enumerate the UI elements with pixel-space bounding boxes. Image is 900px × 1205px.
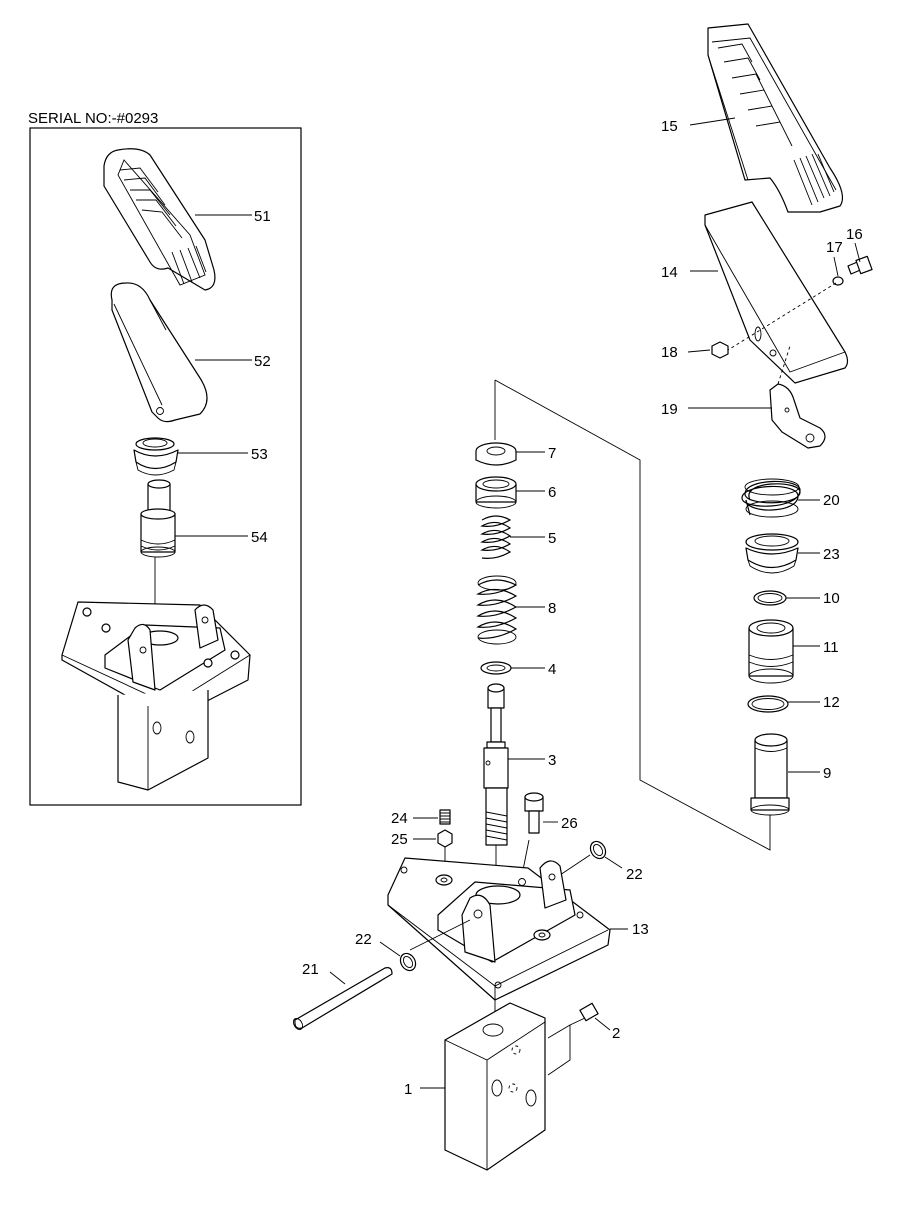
part-5-spring — [480, 515, 512, 559]
callout-1: 1 — [404, 1081, 412, 1098]
callout-19: 19 — [661, 401, 678, 418]
callout-11: 11 — [823, 639, 839, 656]
part-23-seal — [745, 533, 799, 574]
part-20-spring — [741, 478, 801, 518]
callout-18: 18 — [661, 344, 678, 361]
callout-23: 23 — [823, 546, 840, 563]
callout-17: 17 — [826, 239, 843, 256]
callout-3: 3 — [548, 752, 556, 769]
part-10-o-ring — [753, 590, 787, 606]
callout-12: 12 — [823, 694, 840, 711]
callout-6: 6 — [548, 484, 556, 501]
callout-24: 24 — [391, 810, 408, 827]
callout-8: 8 — [548, 600, 556, 617]
part-19-bracket — [769, 345, 826, 449]
part-4-washer — [480, 661, 512, 675]
part-22-o-ring-left — [399, 952, 417, 972]
callout-22-left: 22 — [355, 931, 372, 948]
part-52-pedal-cover — [110, 282, 208, 423]
part-54-plunger-assy — [140, 479, 176, 620]
part-14-pedal — [704, 201, 849, 384]
callout-20: 20 — [823, 492, 840, 509]
callout-25: 25 — [391, 831, 408, 848]
callout-14: 14 — [661, 264, 678, 281]
part-11-guide — [748, 619, 794, 684]
callout-21: 21 — [302, 961, 319, 978]
callout-22-right: 22 — [626, 866, 643, 883]
callout-9: 9 — [823, 765, 831, 782]
callout-51: 51 — [254, 208, 271, 225]
callout-13: 13 — [632, 921, 649, 938]
callout-53: 53 — [251, 446, 268, 463]
part-6-retainer — [475, 476, 517, 509]
part-3-spool — [483, 683, 509, 885]
callout-16: 16 — [846, 226, 863, 243]
callout-2: 2 — [612, 1025, 620, 1042]
part-12-o-ring — [747, 695, 789, 713]
callout-7: 7 — [548, 445, 556, 462]
callout-54: 54 — [251, 529, 268, 546]
callout-10: 10 — [823, 590, 840, 607]
part-53-boot — [133, 437, 179, 476]
callout-4: 4 — [548, 661, 556, 678]
callout-5: 5 — [548, 530, 556, 547]
assembly-line-pedal-group — [494, 379, 771, 851]
callout-labels: 51 52 53 54 15 14 17 16 18 19 20 23 10 1… — [251, 118, 863, 1098]
part-7-washer — [475, 442, 517, 466]
callout-52: 52 — [254, 353, 271, 370]
part-18-nut — [711, 341, 729, 359]
part-13-base-plate — [387, 857, 611, 1001]
part-8-spring — [476, 575, 518, 645]
part-24-set-screw — [439, 809, 451, 825]
part-16-bolt — [847, 255, 873, 275]
part-1-body — [444, 1002, 546, 1171]
callout-26: 26 — [561, 815, 578, 832]
inset-frame — [29, 127, 302, 806]
callout-15: 15 — [661, 118, 678, 135]
serial-label: SERIAL NO:-#0293 — [28, 110, 158, 127]
part-9-plunger — [750, 733, 790, 816]
part-2-plug — [547, 1002, 599, 1076]
inset-base-assembly — [61, 601, 251, 791]
serial-inset: SERIAL NO:-#0293 — [28, 110, 302, 806]
part-15-pedal-pad — [707, 23, 843, 213]
part-51-pedal-pad — [103, 148, 216, 291]
part-21-pin — [292, 967, 393, 1031]
leader-lines — [175, 117, 861, 1089]
part-22-o-ring-right — [559, 840, 607, 876]
part-26-bolt — [521, 792, 544, 876]
